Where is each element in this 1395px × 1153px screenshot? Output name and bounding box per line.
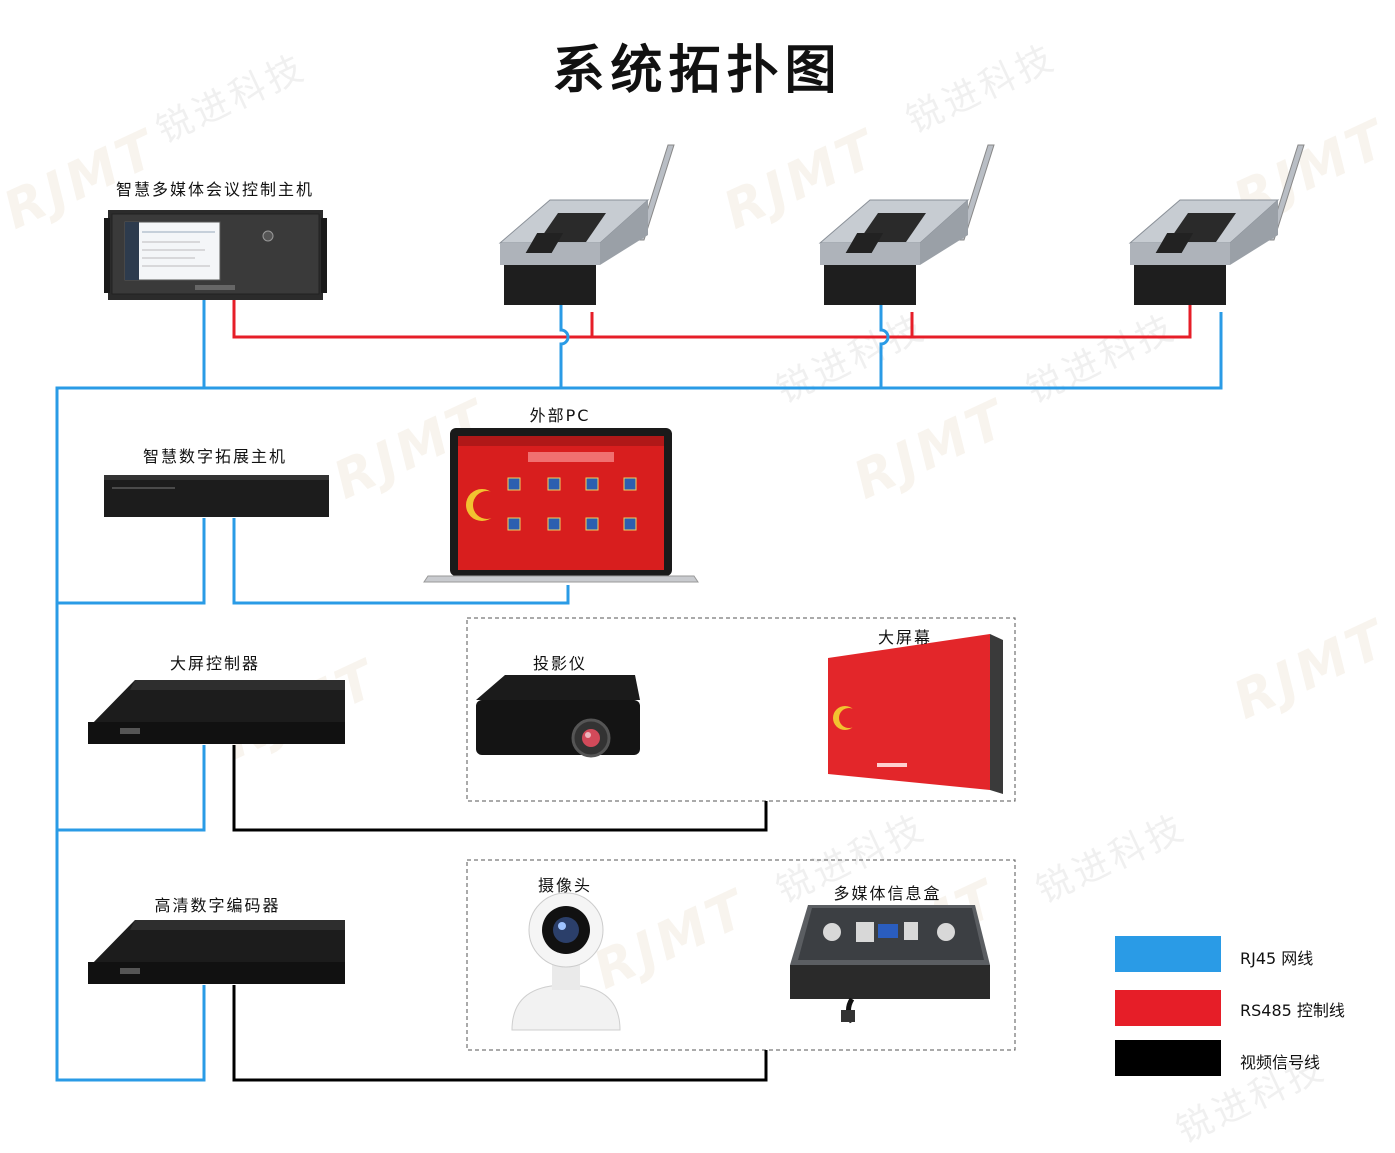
camera	[511, 892, 621, 1031]
legend-label-video: 视频信号线	[1240, 1053, 1321, 1072]
label-camera: 摄像头	[537, 876, 592, 895]
rs485-lines	[232, 295, 1192, 339]
legend-swatch-rj45	[1115, 936, 1221, 972]
label-screen-controller: 大屏控制器	[169, 654, 260, 673]
projector	[476, 675, 640, 758]
label-expansion-host: 智慧数字拓展主机	[142, 447, 287, 466]
multimedia-info-box	[790, 905, 990, 1024]
external-pc-laptop	[423, 428, 699, 583]
label-big-screen: 大屏幕	[877, 628, 932, 647]
expansion-host	[104, 475, 329, 517]
diagram-title: 系统拓扑图	[552, 41, 843, 101]
legend-label-rj45: RJ45 网线	[1240, 949, 1314, 968]
control-host-server	[104, 210, 327, 300]
display-group-box	[466, 617, 1016, 802]
legend-swatch-video	[1115, 1040, 1221, 1076]
label-control-host: 智慧多媒体会议控制主机	[115, 180, 314, 199]
legend-swatch-rs485	[1115, 990, 1221, 1026]
label-projector: 投影仪	[532, 654, 587, 673]
big-screen	[828, 634, 1003, 794]
lift-terminal-3	[1128, 144, 1305, 305]
video-lines	[232, 745, 768, 1082]
label-external-pc: 外部PC	[529, 406, 591, 425]
hd-encoder	[88, 920, 345, 984]
lift-terminal-1	[498, 144, 675, 305]
lift-terminal-2	[818, 144, 995, 305]
label-info-box: 多媒体信息盒	[833, 884, 942, 903]
screen-controller	[88, 680, 345, 744]
rj45-lines	[55, 295, 1223, 1082]
label-encoder: 高清数字编码器	[154, 896, 281, 915]
terminal-group-box	[466, 859, 1016, 1051]
legend-label-rs485: RS485 控制线	[1240, 1001, 1345, 1020]
